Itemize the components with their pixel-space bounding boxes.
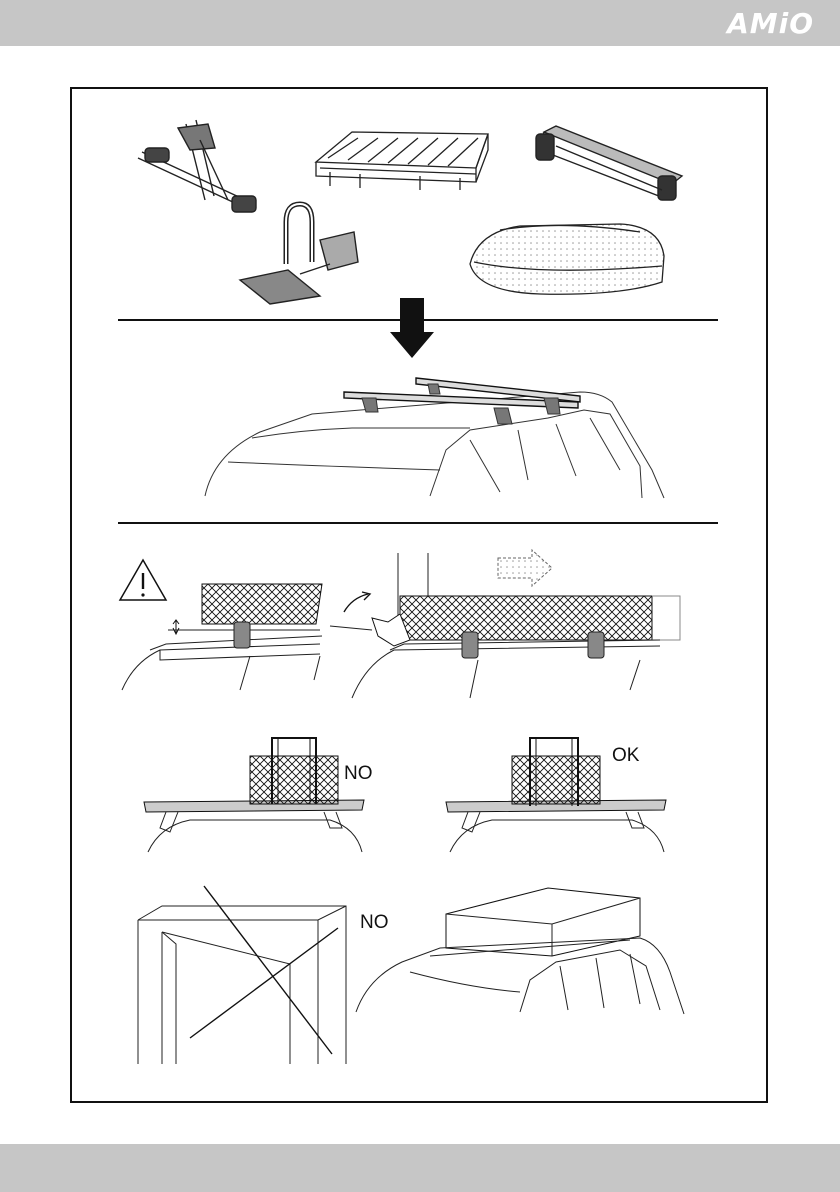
garage-door-diagram <box>138 886 346 1064</box>
strap-right-label: OK <box>612 745 639 767</box>
roof-basket-illustration <box>316 132 488 190</box>
arrow-down-icon <box>390 298 434 358</box>
warning-triangle-icon <box>120 560 166 600</box>
strap-wrong-label: NO <box>344 763 373 785</box>
overhang-collision-diagram <box>330 550 680 698</box>
car-with-roof-bars <box>205 378 664 498</box>
kayak-carrier-illustration <box>240 204 358 304</box>
garage-wrong-label: NO <box>360 912 389 934</box>
bike-carrier-illustration <box>138 120 256 212</box>
bottom-bar <box>0 1144 840 1192</box>
strap-wrong-diagram <box>144 738 364 852</box>
roof-box-illustration <box>470 224 664 294</box>
car-with-box-load <box>356 888 684 1014</box>
ski-carrier-illustration <box>536 126 682 200</box>
